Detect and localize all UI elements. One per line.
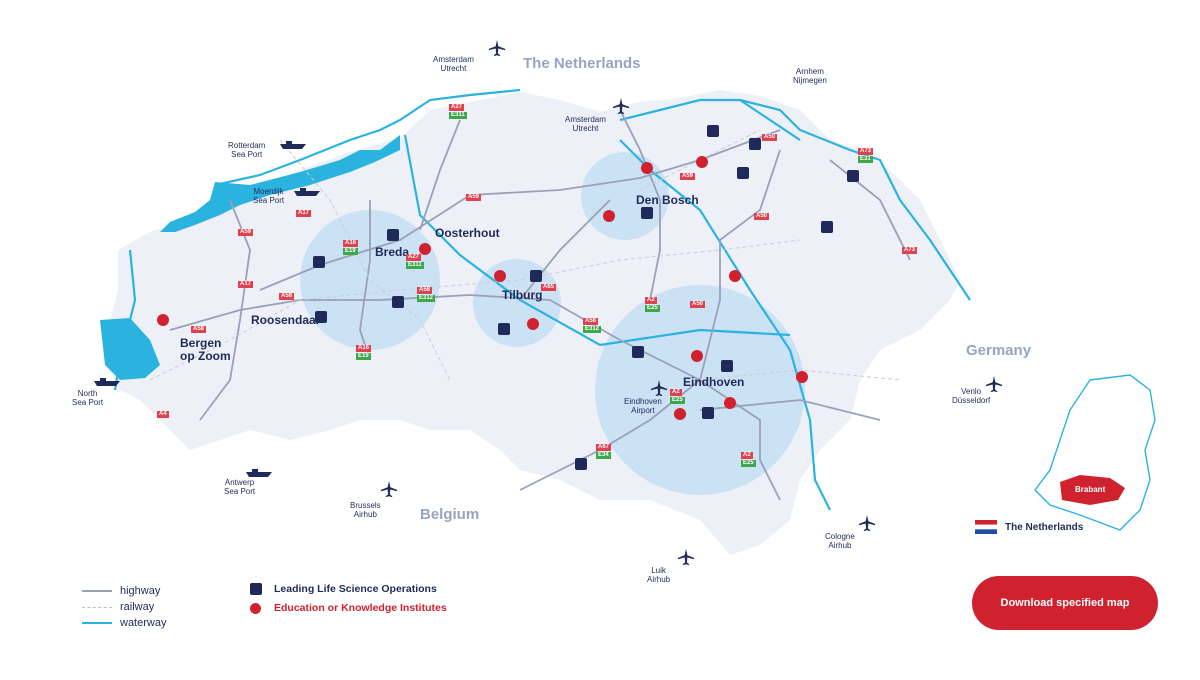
- label-amsterdam-utrecht-1: Amsterdam Utrecht: [433, 55, 474, 73]
- road-shield: A17: [296, 210, 312, 217]
- label-eindhoven-airport: Eindhoven Airport: [624, 397, 662, 415]
- railways: [149, 129, 901, 381]
- ship-icon: [294, 188, 320, 196]
- road-shield: E312: [417, 295, 436, 302]
- inset-region-label: Brabant: [1075, 485, 1106, 494]
- city-label-den-bosch: Den Bosch: [636, 193, 699, 207]
- hollands-diep-water: [160, 135, 400, 232]
- legend-waterway: waterway: [82, 617, 166, 629]
- ship-icon: [280, 141, 306, 149]
- road-shield: A65: [541, 284, 557, 291]
- inset-country-label: The Netherlands: [1005, 522, 1084, 533]
- highway-line-icon: [82, 590, 112, 592]
- legend-institutes-label: Education or Knowledge Institutes: [274, 602, 447, 614]
- road-shield: A59: [680, 173, 696, 180]
- plane-icon: [677, 548, 695, 566]
- plane-icon: [858, 514, 876, 532]
- road-shield: A16: [343, 240, 359, 247]
- plane-icon: [488, 39, 506, 57]
- road-shield: E31: [858, 156, 873, 163]
- road-shield: E312: [583, 326, 602, 333]
- road-shield: A2: [741, 452, 753, 459]
- city-label-eindhoven: Eindhoven: [683, 375, 745, 389]
- label-venlo-dusseldorf: Venlo Düsseldorf: [952, 387, 991, 405]
- road-shield: A4: [157, 411, 169, 418]
- road-shield: A58: [191, 326, 207, 333]
- plane-icon: [612, 97, 630, 115]
- download-map-button[interactable]: Download specified map: [972, 576, 1158, 630]
- label-amsterdam-utrecht-2: Amsterdam Utrecht: [565, 115, 606, 133]
- road-shield: A2: [645, 297, 657, 304]
- railway-line-icon: [82, 606, 112, 608]
- navy-square-icon: [250, 583, 262, 595]
- road-shield: A73: [902, 247, 918, 254]
- road-shield: A58: [583, 318, 599, 325]
- city-label-tilburg: Tilburg: [502, 288, 543, 302]
- road-shield: E25: [645, 305, 660, 312]
- label-luik-airhub: Luik Airhub: [647, 566, 671, 584]
- road-shield: A73: [858, 148, 874, 155]
- waterway-line-icon: [82, 622, 112, 624]
- country-label-germany: Germany: [966, 342, 1032, 359]
- label-antwerp-sea-port: Antwerp Sea Port: [224, 478, 256, 496]
- legend-railway: railway: [82, 601, 154, 613]
- ship-icon: [246, 469, 272, 477]
- ship-icon: [94, 378, 120, 386]
- legend-institutes: Education or Knowledge Institutes: [250, 602, 447, 614]
- city-label-roosendaal: Roosendaal: [251, 313, 320, 327]
- road-shield: A67: [596, 444, 612, 451]
- label-cologne-airhub: Cologne Airhub: [825, 532, 855, 550]
- road-shield: A27: [449, 104, 465, 111]
- netherlands-flag-icon: [975, 520, 997, 534]
- legend-operations-label: Leading Life Science Operations: [274, 583, 437, 595]
- netherlands-inset: [1034, 374, 1156, 531]
- road-shield: E25: [741, 460, 756, 467]
- country-label-belgium: Belgium: [420, 506, 480, 523]
- zeeland-water: [100, 318, 160, 380]
- red-dot-icon: [250, 602, 261, 614]
- road-shield: A2: [670, 389, 682, 396]
- brabant-inset-region: [1060, 475, 1125, 505]
- road-shield: A50: [762, 134, 778, 141]
- plane-icon: [650, 379, 668, 397]
- legend-highway: highway: [82, 585, 160, 597]
- road-shield: A58: [279, 293, 295, 300]
- plane-icon: [985, 375, 1003, 393]
- city-label-oosterhout: Oosterhout: [435, 226, 500, 240]
- road-shield: E311: [449, 112, 467, 119]
- tilburg-hub-circle: [473, 259, 561, 347]
- road-shield: E34: [596, 452, 611, 459]
- road-shield: A16: [356, 345, 372, 352]
- label-north-sea-port: North Sea Port: [72, 389, 104, 407]
- legend-waterway-label: waterway: [120, 617, 167, 629]
- road-shield: A50: [754, 213, 770, 220]
- country-label-netherlands: The Netherlands: [523, 55, 641, 72]
- city-label-breda: Breda: [375, 245, 410, 259]
- breda-hub-circle: [300, 210, 440, 350]
- road-shield: E19: [356, 353, 371, 360]
- label-rotterdam-sea-port: Rotterdam Sea Port: [228, 141, 266, 159]
- legend-railway-label: railway: [120, 601, 155, 613]
- road-shield: A17: [238, 281, 254, 288]
- legend-highway-label: highway: [120, 585, 161, 597]
- road-shield: A59: [238, 229, 254, 236]
- label-brussels-airhub: Brussels Airhub: [350, 501, 381, 519]
- eindhoven-hub-circle: [595, 285, 805, 495]
- road-shield: A59: [466, 194, 482, 201]
- label-arnhem-nijmegen: Arnhem Nijmegen: [793, 67, 827, 85]
- label-moerdijk-sea-port: Moerdijk Sea Port: [253, 187, 285, 205]
- road-shield: A58: [417, 287, 433, 294]
- legend-operations: Leading Life Science Operations: [250, 583, 437, 595]
- road-shield: A27: [406, 254, 422, 261]
- road-shield: E311: [406, 262, 424, 269]
- plane-icon: [380, 480, 398, 498]
- road-shield: E25: [670, 397, 685, 404]
- road-shield: E19: [343, 248, 358, 255]
- road-shield: A50: [690, 301, 706, 308]
- city-label-bergen-op-zoom: Bergen op Zoom: [180, 336, 231, 363]
